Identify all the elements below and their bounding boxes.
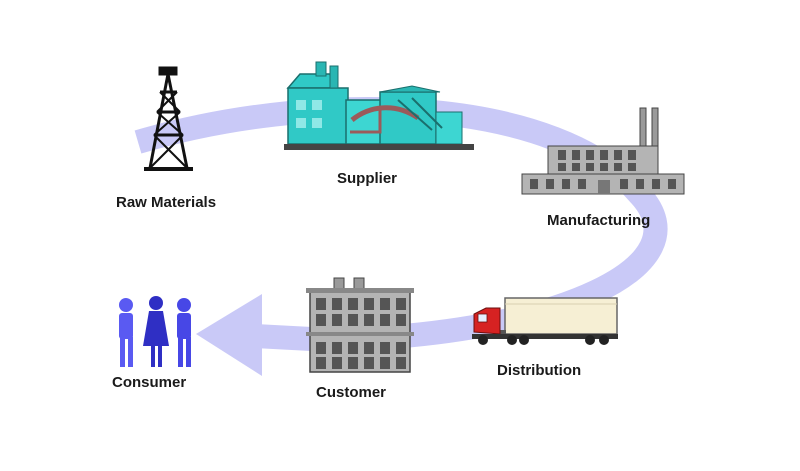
- person-icon: [143, 296, 169, 367]
- oil-derrick-icon: [144, 66, 193, 171]
- label-consumer: Consumer: [112, 374, 187, 391]
- label-customer: Customer: [316, 384, 387, 401]
- person-icon: [177, 298, 191, 367]
- person-icon: [119, 298, 133, 367]
- supplier-plant-icon: [284, 61, 474, 150]
- factory-icon: [521, 107, 685, 195]
- label-manufacturing: Manufacturing: [547, 212, 651, 229]
- customer-building-icon: [306, 277, 414, 373]
- label-distribution: Distribution: [497, 362, 582, 379]
- truck-icon: [472, 297, 618, 345]
- label-supplier: Supplier: [337, 170, 398, 187]
- consumers-people-icon: [119, 296, 191, 367]
- label-raw-materials: Raw Materials: [116, 194, 217, 211]
- flow-arrowhead: [196, 294, 262, 376]
